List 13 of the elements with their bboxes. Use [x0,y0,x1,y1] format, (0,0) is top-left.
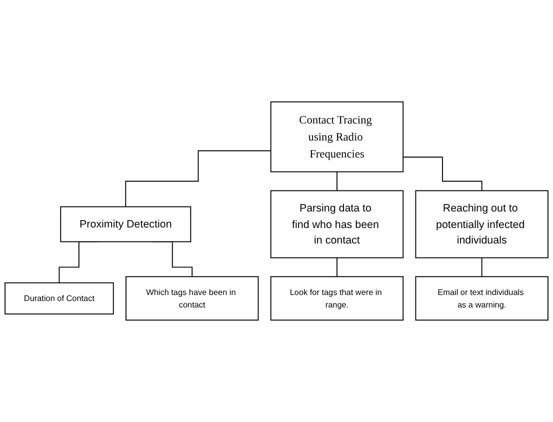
connector [336,257,338,278]
node-box: Reaching out to potentially infected individuals [415,190,548,258]
node-box: Email or text individuals as a warning. [415,276,548,321]
node-box: Which tags have been in contact [126,276,259,321]
node-box: Contact Tracing using Radio Frequencies [270,101,404,172]
node-box: Duration of Contact [4,282,114,314]
node-box: Proximity Detection [60,206,192,242]
connector [336,171,338,192]
connector [125,150,272,208]
node-box: Look for tags that were in range. [270,276,404,321]
connector [481,257,482,278]
node-box: Parsing data to find who has been in contact [270,190,404,258]
connector [402,156,482,192]
